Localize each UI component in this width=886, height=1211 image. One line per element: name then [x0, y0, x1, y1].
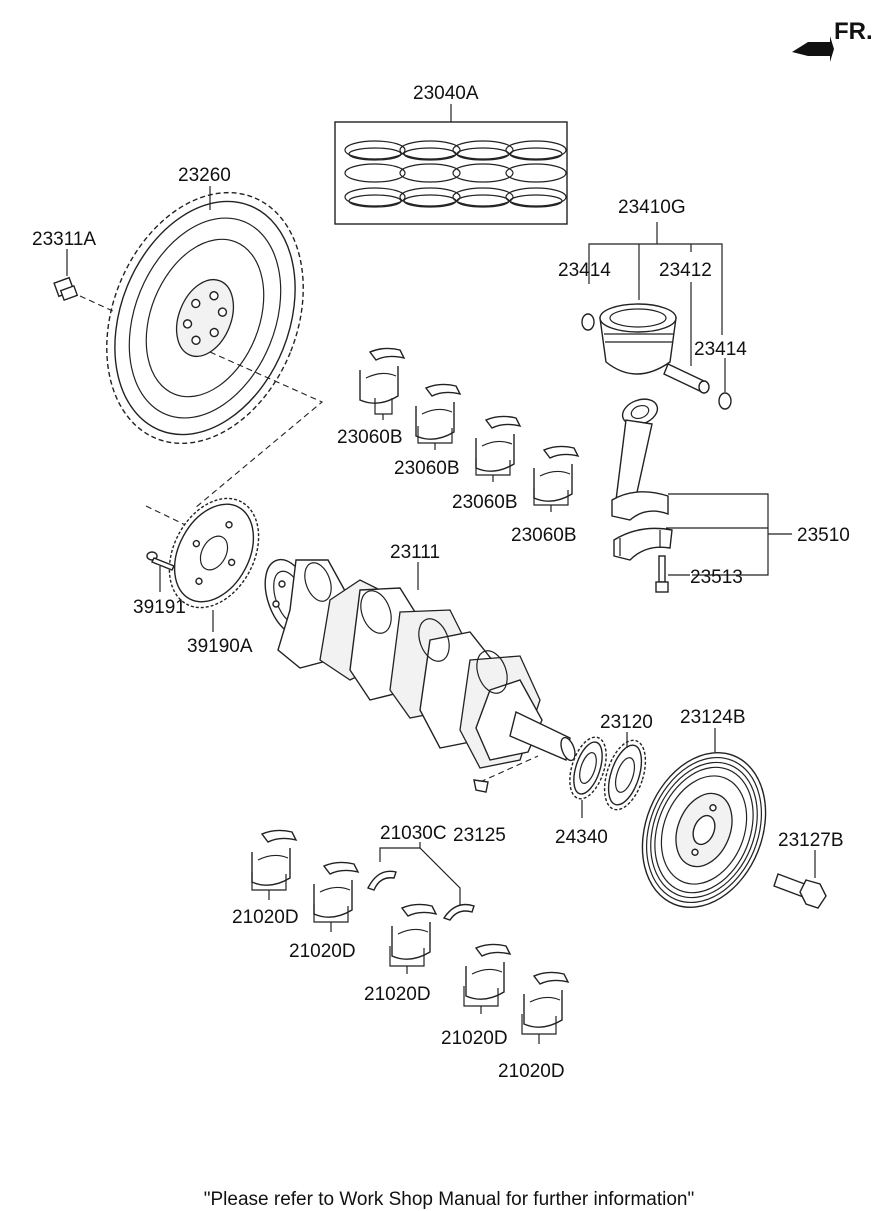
- part-label-39191: 39191: [133, 597, 186, 618]
- part-label-24340: 24340: [555, 827, 608, 848]
- bolt-icon: [53, 276, 79, 301]
- front-label: FR.: [834, 18, 873, 45]
- part-label-23060b-4: 23060B: [511, 525, 577, 546]
- part-label-21030c: 21030C: [380, 823, 447, 844]
- part-label-23124b: 23124B: [680, 707, 746, 728]
- piston-icon: [599, 303, 677, 375]
- part-label-23111: 23111: [390, 542, 440, 563]
- part-label-23311a: 23311A: [32, 229, 96, 250]
- bearing-shell-icon: [359, 347, 406, 404]
- part-label-23127b: 23127B: [778, 830, 844, 851]
- part-label-23060b-3: 23060B: [452, 492, 518, 513]
- piston-assembly: 23410G 23414 23412 23414: [558, 197, 747, 410]
- part-label-23120: 23120: [600, 712, 653, 733]
- damper-pulley: 23124B: [641, 707, 767, 908]
- piston-ring-set: 23040A: [334, 83, 568, 225]
- snap-ring-left-icon: [581, 313, 595, 331]
- part-label-23040a: 23040A: [413, 83, 479, 104]
- thrust-bearing: 21030C: [367, 823, 475, 921]
- crank-sprocket: 23120: [600, 712, 653, 811]
- pulley-bolt: 23127B: [773, 830, 844, 909]
- drive-plate: 39190A: [168, 497, 260, 657]
- part-label-23410g: 23410G: [618, 197, 686, 218]
- part-label-23510: 23510: [797, 525, 850, 546]
- connecting-rod: 23510 23513: [611, 398, 850, 593]
- main-bearings: 21020D 21020D 21020D 21020D: [232, 829, 570, 1082]
- part-label-21020d-1: 21020D: [232, 907, 299, 928]
- connecting-rod-icon: [611, 398, 673, 561]
- bearing-shell-icon: [465, 943, 512, 1000]
- thrust-washer-left-icon: [367, 870, 397, 891]
- part-label-23060b-1: 23060B: [337, 427, 403, 448]
- part-label-21020d-2: 21020D: [289, 941, 356, 962]
- part-label-23125: 23125: [453, 825, 506, 846]
- woodruff-key: 23125: [453, 779, 506, 846]
- part-label-21020d-5: 21020D: [498, 1061, 565, 1082]
- part-label-23412: 23412: [659, 260, 712, 281]
- part-label-23513: 23513: [690, 567, 743, 588]
- piston-pin-icon: [663, 363, 710, 394]
- sprocket-icon: [603, 739, 647, 811]
- part-label-23060b-2: 23060B: [394, 458, 460, 479]
- piston-ring-box: [334, 121, 568, 225]
- chain-sprocket-icon: [569, 736, 607, 800]
- drive-plate-bolt: 39191: [133, 551, 186, 618]
- drive-plate-icon: [168, 497, 260, 609]
- snap-ring-right-icon: [718, 392, 732, 410]
- part-label-21020d-3: 21020D: [364, 984, 431, 1005]
- bearing-shell-icon: [475, 415, 522, 472]
- part-label-23260: 23260: [178, 165, 231, 186]
- pulley-bolt-icon: [773, 873, 827, 909]
- part-label-23414-left: 23414: [558, 260, 611, 281]
- key-icon: [473, 779, 489, 793]
- bearing-shell-icon: [415, 383, 462, 440]
- small-bolt-icon: [146, 551, 175, 571]
- front-arrow-icon: [792, 36, 834, 62]
- bearing-shell-icon: [391, 903, 438, 960]
- bearing-shell-icon: [251, 829, 298, 886]
- part-label-39190a: 39190A: [187, 636, 253, 657]
- flywheel-bolt: 23311A: [32, 229, 116, 313]
- piston-rings-icon: [344, 140, 567, 208]
- chain-sprocket: 24340: [555, 736, 608, 848]
- thrust-washer-right-icon: [442, 903, 475, 921]
- crankshaft: 23111: [264, 542, 576, 783]
- front-direction-indicator: FR.: [792, 18, 873, 62]
- footer-note: "Please refer to Work Shop Manual for fu…: [204, 1189, 694, 1210]
- pulley-icon: [641, 752, 767, 908]
- flywheel: 23260: [106, 165, 304, 445]
- rod-bolt-icon: [655, 555, 669, 593]
- upper-bearings: 23060B 23060B 23060B 23060B: [337, 347, 580, 546]
- bearing-shell-icon: [313, 861, 360, 918]
- part-label-21020d-4: 21020D: [441, 1028, 508, 1049]
- part-label-23414-right: 23414: [694, 339, 747, 360]
- flywheel-icon: [106, 191, 304, 445]
- bearing-shell-icon: [533, 445, 580, 502]
- bearing-shell-icon: [523, 971, 570, 1028]
- crankshaft-icon: [264, 558, 576, 769]
